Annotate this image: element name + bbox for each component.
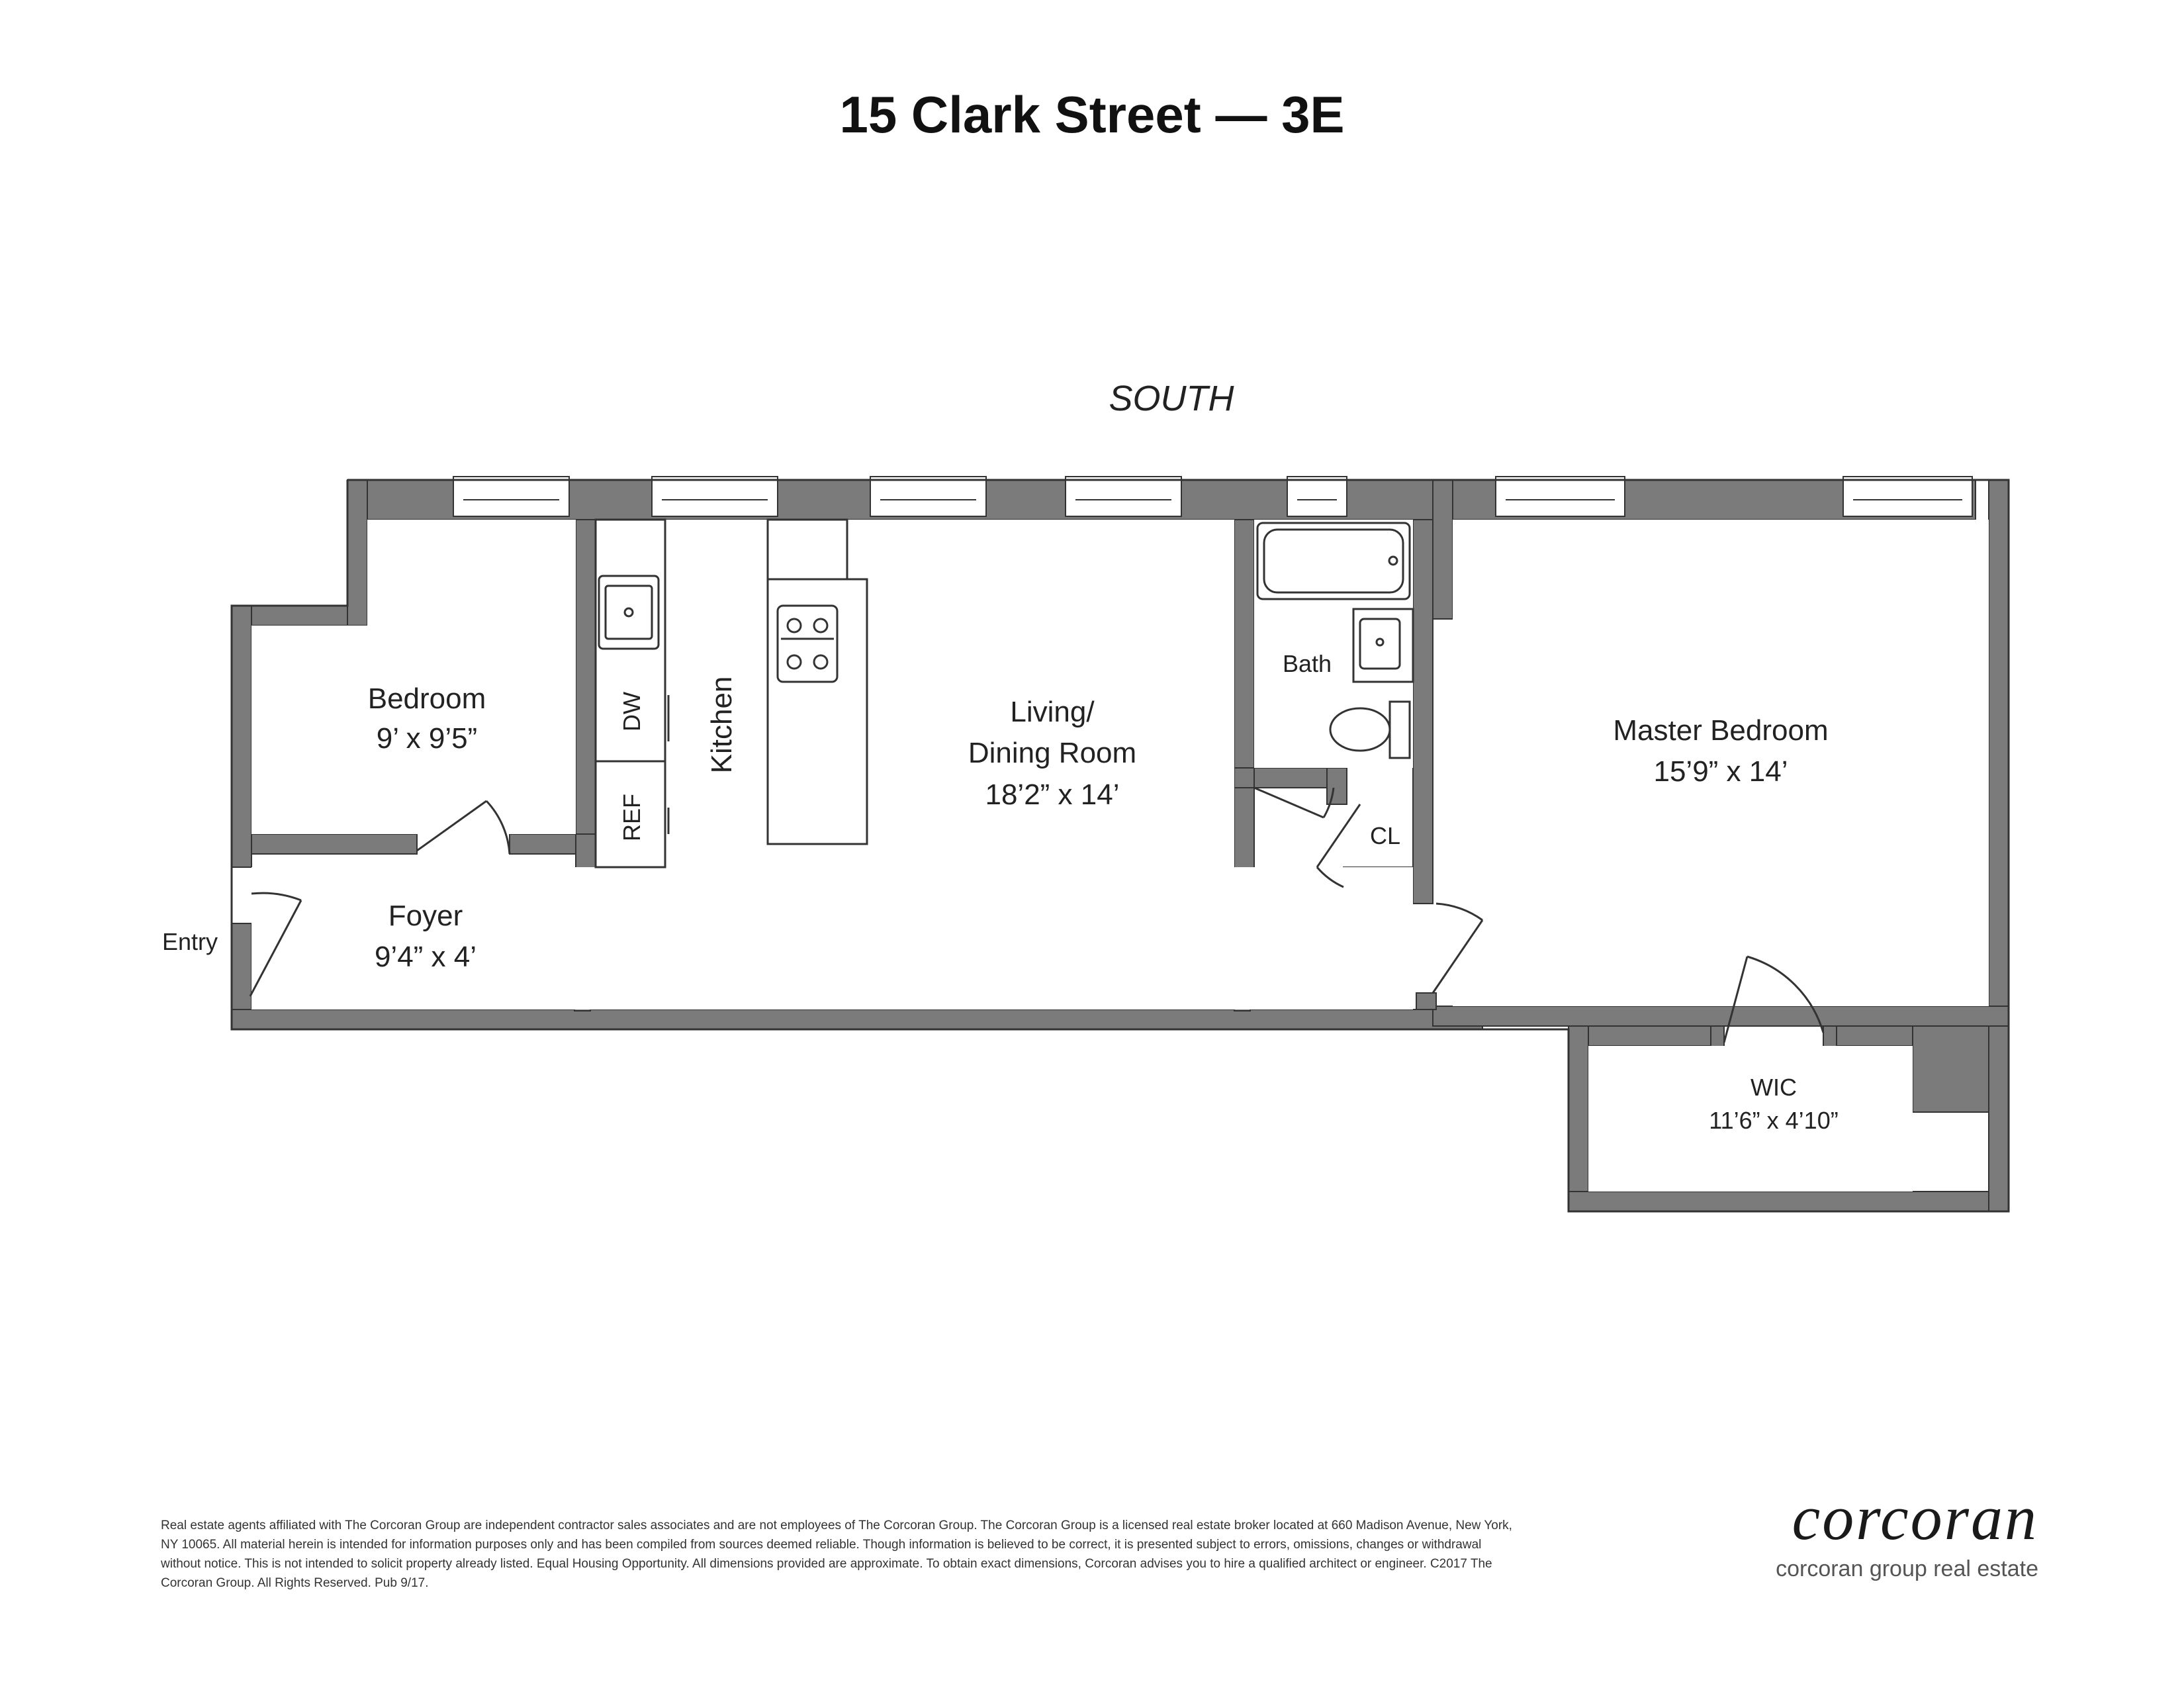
kitchen-island (766, 518, 868, 845)
compass-label: SOUTH (1109, 379, 1235, 418)
wic-dims: 11’6” x 4’10” (1709, 1107, 1838, 1134)
dishwasher-label: DW (618, 692, 645, 731)
toilet-icon (1329, 700, 1411, 759)
room-floors (251, 520, 1989, 1192)
refrigerator-label: REF (618, 794, 645, 841)
windows (453, 476, 1973, 517)
living-label-line1: Living/ (1010, 696, 1095, 728)
brand-logo: corcoran corcoran group real estate (1734, 1486, 2038, 1582)
bedroom-label: Bedroom (368, 682, 486, 715)
closet-label: CL (1370, 822, 1400, 849)
doors (249, 786, 1825, 1043)
master-bedroom-dims: 15’9” x 14’ (1653, 755, 1788, 788)
cooktop-icon (776, 604, 839, 683)
bath-label: Bath (1283, 650, 1332, 677)
bath-sink-icon (1352, 608, 1414, 683)
master-bedroom-label: Master Bedroom (1613, 714, 1828, 747)
sink-icon (598, 575, 660, 650)
wic-label: WIC (1751, 1074, 1797, 1101)
living-dims: 18’2” x 14’ (985, 778, 1119, 811)
entry-label: Entry (162, 928, 218, 955)
foyer-label: Foyer (388, 900, 463, 932)
logo-wordmark: corcoran (1792, 1482, 2038, 1553)
living-label-line2: Dining Room (968, 737, 1136, 769)
bathtub-icon (1256, 522, 1411, 600)
page-title: 15 Clark Street — 3E (839, 85, 1345, 144)
kitchen-counter (594, 518, 666, 868)
foyer-dims: 9’4” x 4’ (375, 941, 477, 973)
legal-disclaimer: Real estate agents affiliated with The C… (161, 1519, 1512, 1590)
kitchen-label: Kitchen (705, 677, 738, 774)
bedroom-dims: 9’ x 9’5” (377, 722, 477, 755)
logo-tagline: corcoran group real estate (1776, 1556, 2038, 1581)
wall-outlines (230, 479, 2010, 1213)
